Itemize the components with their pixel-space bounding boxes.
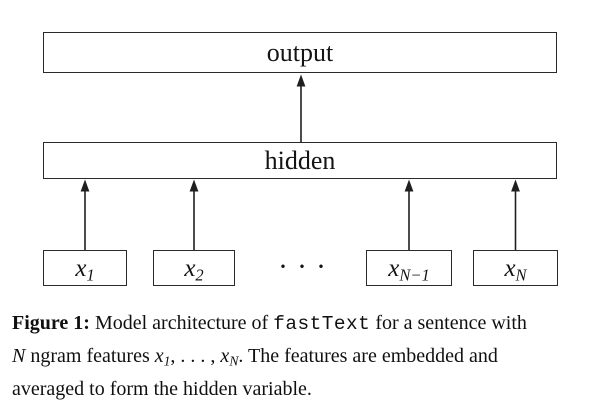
- input-label-xn-1: xN−1: [388, 254, 430, 285]
- input-node-xn-1: xN−1: [366, 250, 452, 286]
- caption-figure-label: Figure 1:: [12, 312, 90, 334]
- xn-base: x: [504, 254, 516, 282]
- input-label-x2: x2: [184, 254, 204, 285]
- caption-dots: , . . . ,: [170, 345, 221, 367]
- arrow-xn-to-hidden: [511, 179, 520, 250]
- arrow-x1-to-hidden: [80, 179, 90, 250]
- x1-subscript: 1: [86, 265, 95, 285]
- caption-math-x1: x1: [154, 345, 171, 369]
- caption-text: . The features are embedded and: [238, 345, 498, 367]
- caption-x1-subscript: 1: [163, 353, 171, 369]
- caption-line-1: Figure 1: Model architecture of fastText…: [12, 307, 600, 340]
- x2-subscript: 2: [195, 265, 204, 285]
- caption-xn-base: x: [220, 345, 230, 367]
- caption-text: averaged to form the hidden variable.: [12, 378, 312, 400]
- input-node-x2: x2: [153, 250, 235, 286]
- caption-line-3: averaged to form the hidden variable.: [12, 373, 600, 406]
- hidden-label: hidden: [264, 145, 336, 175]
- output-label: output: [266, 37, 334, 67]
- caption-text: for a sentence with: [370, 312, 527, 334]
- ellipsis-dots: ···: [278, 250, 335, 283]
- caption-x1-base: x: [154, 345, 164, 367]
- caption-math-xn: xN: [220, 345, 239, 369]
- caption-text: Model architecture of: [89, 312, 274, 334]
- arrow-hidden-to-output: [296, 74, 306, 142]
- x2-base: x: [184, 254, 196, 282]
- output-node: output: [43, 32, 557, 73]
- hidden-node: hidden: [43, 142, 557, 179]
- x1-base: x: [75, 254, 87, 282]
- caption-code-fasttext: fastText: [273, 313, 371, 335]
- caption-text: ngram features: [25, 345, 155, 367]
- figure-caption: Figure 1: Model architecture of fastText…: [12, 307, 600, 406]
- arrow-x2-to-hidden: [189, 179, 199, 250]
- caption-xn-subscript: N: [229, 353, 239, 369]
- xn-1-base: x: [388, 254, 400, 282]
- xn-1-subscript: N−1: [399, 265, 430, 285]
- input-node-x1: x1: [43, 250, 127, 286]
- input-node-xn: xN: [473, 250, 558, 286]
- arrow-xn-1-to-hidden: [404, 179, 414, 250]
- input-label-xn: xN: [504, 254, 527, 285]
- caption-math-n: N: [12, 345, 26, 367]
- xn-subscript: N: [515, 265, 527, 285]
- input-label-x1: x1: [75, 254, 95, 285]
- caption-line-2: N ngram features x1, . . . , xN. The fea…: [12, 340, 600, 373]
